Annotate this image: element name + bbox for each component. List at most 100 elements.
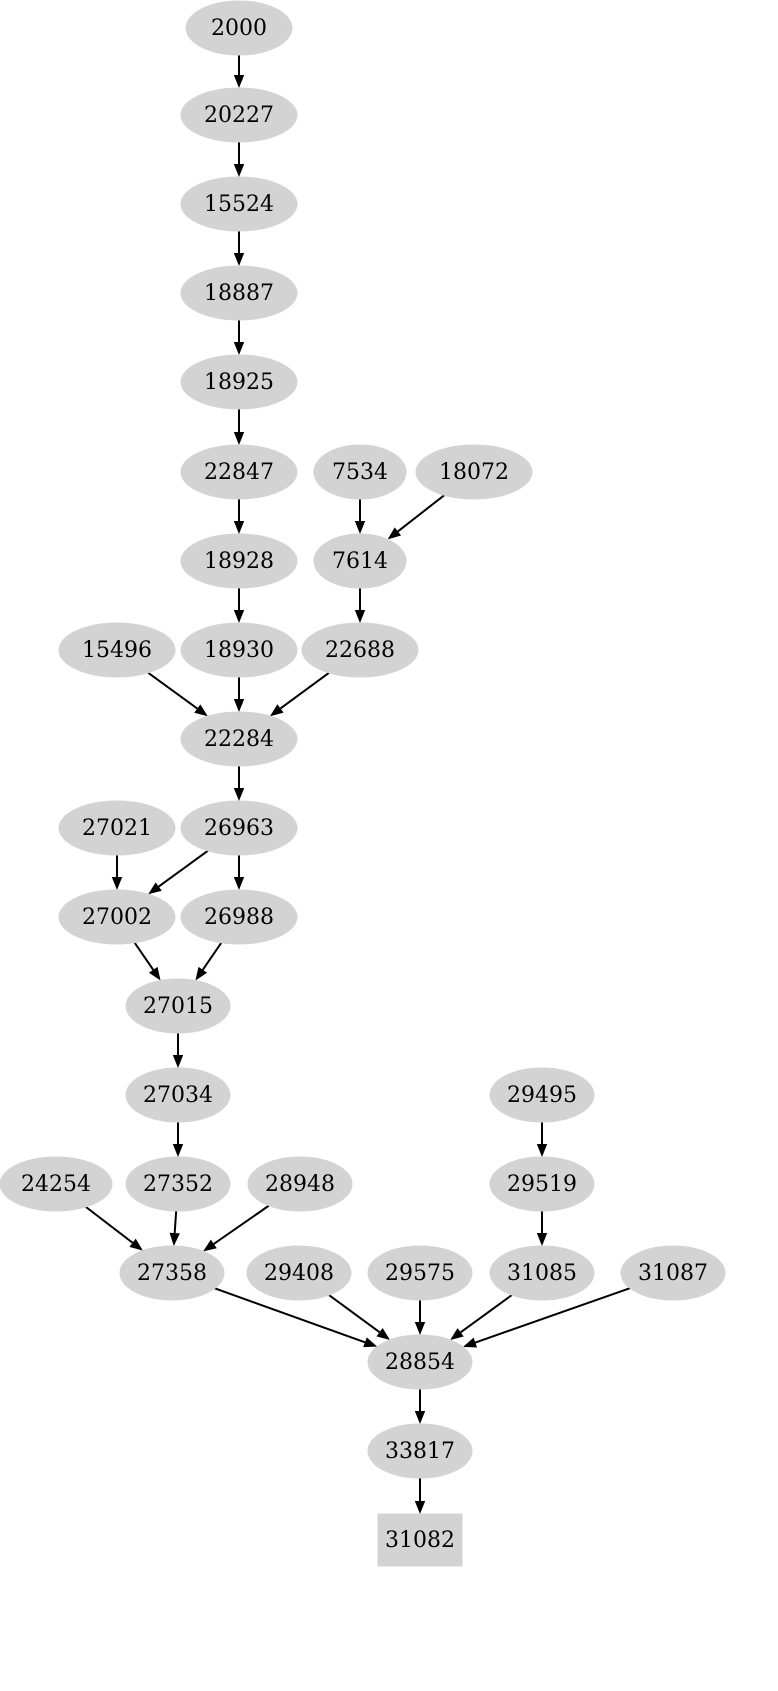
- arrowhead-icon: [233, 164, 245, 177]
- node-ellipse-shape[interactable]: [367, 1423, 473, 1479]
- graph-edge: [148, 849, 209, 895]
- graph-node-33817[interactable]: 33817: [367, 1423, 473, 1479]
- graph-node-27358[interactable]: 27358: [119, 1245, 225, 1301]
- node-ellipse-shape[interactable]: [180, 800, 298, 856]
- graph-node-22284[interactable]: 22284: [180, 711, 298, 767]
- arrowhead-icon: [233, 432, 245, 445]
- graph-node-18930[interactable]: 18930: [180, 622, 298, 678]
- edge-line: [328, 1294, 381, 1334]
- graph-node-22688[interactable]: 22688: [301, 622, 419, 678]
- arrowhead-icon: [463, 1337, 478, 1348]
- graph-node-18887[interactable]: 18887: [180, 265, 298, 321]
- node-ellipse-shape[interactable]: [313, 533, 407, 589]
- arrowhead-icon: [233, 788, 245, 801]
- graph-node-2000[interactable]: 2000: [185, 0, 293, 56]
- node-ellipse-shape[interactable]: [125, 1156, 231, 1212]
- graph-edge: [414, 1300, 426, 1335]
- graph-edge: [233, 231, 245, 266]
- node-ellipse-shape[interactable]: [180, 711, 298, 767]
- graph-node-15496[interactable]: 15496: [58, 622, 176, 678]
- node-ellipse-shape[interactable]: [180, 87, 298, 143]
- graph-node-29495[interactable]: 29495: [489, 1067, 595, 1123]
- graph-edge: [214, 1287, 378, 1348]
- graph-edge: [169, 1210, 180, 1247]
- edge-line: [214, 1287, 366, 1344]
- graph-node-31085[interactable]: 31085: [489, 1245, 595, 1301]
- node-ellipse-shape[interactable]: [0, 1156, 113, 1212]
- node-ellipse-shape[interactable]: [180, 622, 298, 678]
- graph-edge: [172, 1122, 184, 1157]
- graph-node-26988[interactable]: 26988: [180, 889, 298, 945]
- node-ellipse-shape[interactable]: [180, 444, 298, 500]
- node-ellipse-shape[interactable]: [119, 1245, 225, 1301]
- graph-node-29519[interactable]: 29519: [489, 1156, 595, 1212]
- node-ellipse-shape[interactable]: [58, 800, 176, 856]
- arrowhead-icon: [172, 1144, 184, 1157]
- node-ellipse-shape[interactable]: [367, 1245, 473, 1301]
- node-ellipse-shape[interactable]: [180, 533, 298, 589]
- node-ellipse-shape[interactable]: [180, 265, 298, 321]
- edge-line: [147, 671, 198, 710]
- graph-edge: [233, 766, 245, 801]
- edge-line: [474, 1287, 631, 1344]
- graph-node-20227[interactable]: 20227: [180, 87, 298, 143]
- arrowhead-icon: [270, 704, 284, 717]
- node-ellipse-shape[interactable]: [247, 1156, 353, 1212]
- edge-line: [85, 1206, 134, 1244]
- graph-edge: [233, 409, 245, 445]
- graph-node-27021[interactable]: 27021: [58, 800, 176, 856]
- graph-node-22847[interactable]: 22847: [180, 444, 298, 500]
- graph-node-27015[interactable]: 27015: [125, 978, 231, 1034]
- graph-node-27002[interactable]: 27002: [58, 889, 176, 945]
- graph-node-27352[interactable]: 27352: [125, 1156, 231, 1212]
- node-ellipse-shape[interactable]: [185, 0, 293, 56]
- arrowhead-icon: [536, 1233, 548, 1246]
- graph-edge: [414, 1478, 426, 1514]
- graph-node-31087[interactable]: 31087: [620, 1245, 726, 1301]
- graph-node-18925[interactable]: 18925: [180, 354, 298, 410]
- graph-edge: [536, 1122, 548, 1157]
- node-ellipse-shape[interactable]: [367, 1334, 473, 1390]
- node-box-shape[interactable]: [377, 1513, 463, 1567]
- node-ellipse-shape[interactable]: [125, 978, 231, 1034]
- node-ellipse-shape[interactable]: [415, 444, 533, 500]
- graph-edge: [195, 942, 223, 981]
- graph-edge: [387, 494, 445, 540]
- node-ellipse-shape[interactable]: [180, 889, 298, 945]
- graph-edge: [233, 499, 245, 534]
- graph-node-7534[interactable]: 7534: [313, 444, 407, 500]
- node-ellipse-shape[interactable]: [620, 1245, 726, 1301]
- graph-edge: [270, 672, 330, 717]
- graph-node-28948[interactable]: 28948: [247, 1156, 353, 1212]
- graph-node-29575[interactable]: 29575: [367, 1245, 473, 1301]
- graph-node-18928[interactable]: 18928: [180, 533, 298, 589]
- graph-node-7614[interactable]: 7614: [313, 533, 407, 589]
- graph-edge: [233, 677, 245, 712]
- node-ellipse-shape[interactable]: [313, 444, 407, 500]
- graph-edge: [147, 671, 208, 717]
- node-ellipse-shape[interactable]: [489, 1245, 595, 1301]
- node-ellipse-shape[interactable]: [180, 176, 298, 232]
- graph-node-27034[interactable]: 27034: [125, 1067, 231, 1123]
- graph-node-15524[interactable]: 15524: [180, 176, 298, 232]
- graph-edge: [450, 1294, 513, 1340]
- graph-edge: [233, 55, 245, 88]
- edges-layer: [85, 55, 631, 1514]
- graph-node-26963[interactable]: 26963: [180, 800, 298, 856]
- node-ellipse-shape[interactable]: [180, 354, 298, 410]
- graph-node-29408[interactable]: 29408: [246, 1245, 352, 1301]
- node-ellipse-shape[interactable]: [301, 622, 419, 678]
- node-ellipse-shape[interactable]: [58, 889, 176, 945]
- graph-edge: [233, 320, 245, 355]
- node-ellipse-shape[interactable]: [489, 1156, 595, 1212]
- node-ellipse-shape[interactable]: [489, 1067, 595, 1123]
- node-ellipse-shape[interactable]: [246, 1245, 352, 1301]
- graph-node-31082[interactable]: 31082: [377, 1513, 463, 1567]
- graph-node-24254[interactable]: 24254: [0, 1156, 113, 1212]
- arrowhead-icon: [172, 1055, 184, 1068]
- node-ellipse-shape[interactable]: [58, 622, 176, 678]
- graph-node-18072[interactable]: 18072: [415, 444, 533, 500]
- graph-node-28854[interactable]: 28854: [367, 1334, 473, 1390]
- arrowhead-icon: [354, 521, 366, 534]
- node-ellipse-shape[interactable]: [125, 1067, 231, 1123]
